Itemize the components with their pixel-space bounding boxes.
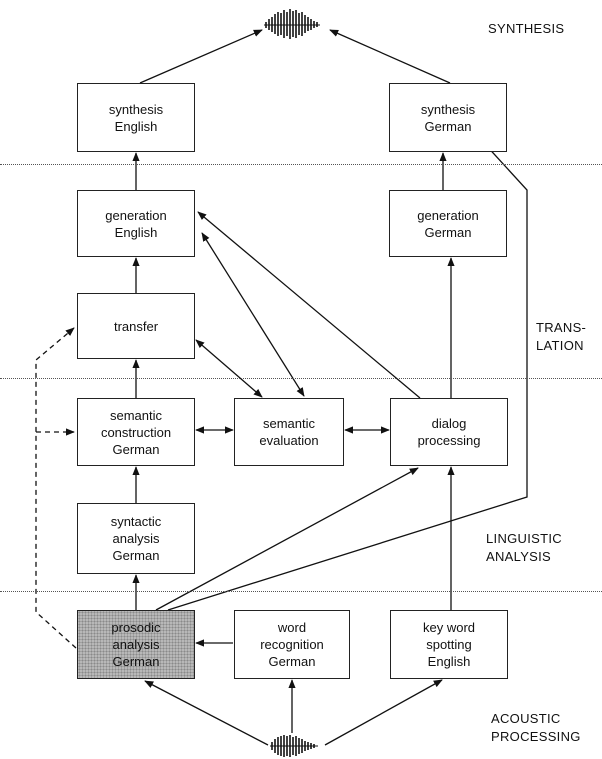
stage-separator-translation [0, 378, 602, 379]
arrow-synthesis-german-to-output [329, 29, 451, 84]
arrow-dialog-to-generation-english [197, 211, 421, 399]
box-word-recognition: word recognition German [234, 610, 350, 679]
stage-label-linguistic: LINGUISTIC ANALYSIS [486, 531, 562, 564]
stage-separator-synthesis [0, 164, 602, 165]
arrow-generation-english-semeval [201, 232, 305, 397]
arrow-input-to-keyword [324, 679, 443, 746]
box-syntactic-analysis: syntactic analysis German [77, 503, 195, 574]
stage-label-synthesis: SYNTHESIS [488, 21, 565, 36]
input-waveform-icon [270, 735, 318, 757]
box-key-word-spotting: key word spotting English [390, 610, 508, 679]
stage-separator-linguistic [0, 591, 602, 592]
box-dialog-processing: dialog processing [390, 398, 508, 466]
dashed-prosodic-to-transfer [35, 327, 77, 649]
box-semantic-construction: semantic construction German [77, 398, 195, 466]
arrow-synthesis-english-to-output [139, 29, 263, 84]
arrow-prosodic-to-synthesis-german [167, 142, 528, 611]
connection-lines [35, 29, 528, 746]
arrow-input-to-prosodic [144, 680, 269, 746]
box-generation-english: generation English [77, 190, 195, 257]
box-synthesis-english: synthesis English [77, 83, 195, 152]
output-waveform-icon [264, 9, 320, 39]
stage-label-translation: TRANS- LATION [536, 320, 587, 353]
box-transfer: transfer [77, 293, 195, 359]
stage-label-acoustic: ACOUSTIC PROCESSING [491, 711, 581, 744]
box-semantic-evaluation: semantic evaluation [234, 398, 344, 466]
box-prosodic-analysis: prosodic analysis German [77, 610, 195, 679]
arrow-transfer-semeval [195, 339, 263, 398]
arrow-prosodic-to-dialog [155, 467, 419, 611]
box-synthesis-german: synthesis German [389, 83, 507, 152]
box-generation-german: generation German [389, 190, 507, 257]
